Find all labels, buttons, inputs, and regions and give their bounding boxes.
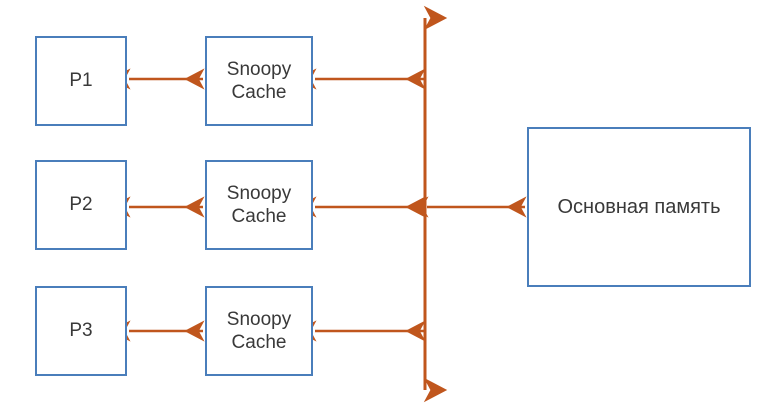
- node-snoopy-cache-3[interactable]: Snoopy Cache: [205, 286, 313, 376]
- node-label-p1: P1: [69, 70, 93, 92]
- node-label-p3: P3: [69, 320, 93, 342]
- node-label-cache2: Snoopy Cache: [226, 182, 292, 227]
- node-processor-p3[interactable]: P3: [35, 286, 127, 376]
- node-label-main-memory: Основная память: [557, 195, 721, 218]
- node-label-p2: P2: [69, 194, 93, 216]
- node-label-cache3: Snoopy Cache: [226, 308, 292, 353]
- node-processor-p2[interactable]: P2: [35, 160, 127, 250]
- node-snoopy-cache-2[interactable]: Snoopy Cache: [205, 160, 313, 250]
- node-snoopy-cache-1[interactable]: Snoopy Cache: [205, 36, 313, 126]
- node-main-memory[interactable]: Основная память: [527, 127, 751, 287]
- node-label-cache1: Snoopy Cache: [226, 58, 292, 103]
- node-processor-p1[interactable]: P1: [35, 36, 127, 126]
